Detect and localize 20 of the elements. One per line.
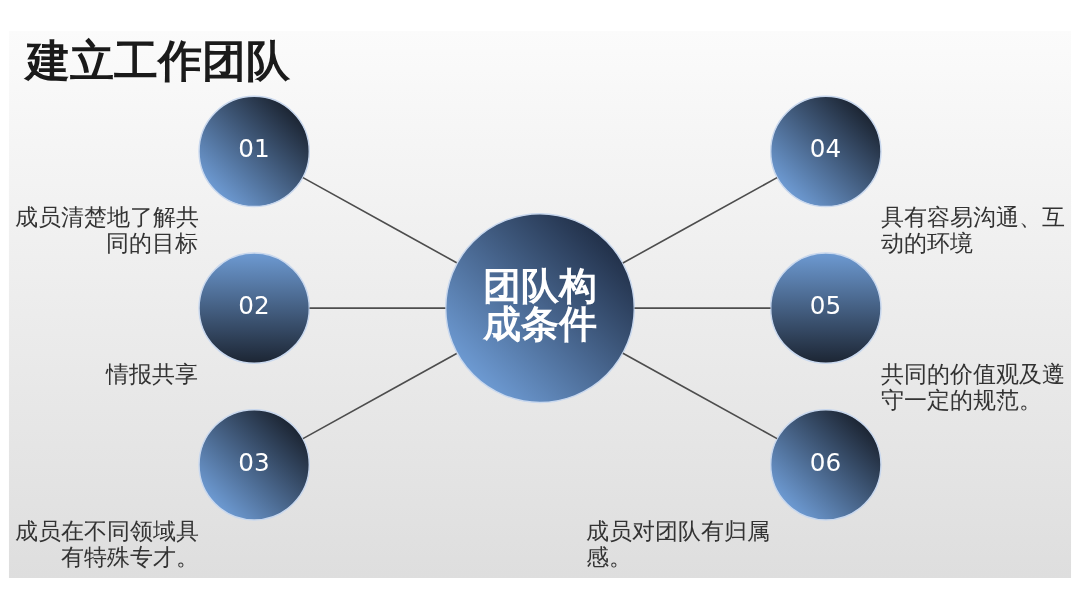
diagram-title: 建立工作团队: [26, 35, 291, 86]
connector: [302, 352, 458, 439]
node-label: 成员对团队有归属感。: [586, 516, 771, 570]
node-label: 情报共享: [106, 359, 199, 387]
connector: [308, 306, 447, 309]
node-circle: 03: [198, 408, 311, 521]
connector: [622, 351, 778, 439]
node-circle: 05: [769, 251, 882, 364]
node-circle: 06: [769, 408, 882, 521]
connector: [302, 176, 458, 264]
node-label: 成员在不同领域具有特殊专才。: [14, 516, 200, 570]
node-circle: 01: [198, 95, 311, 207]
node-circle: 团队构成条件: [444, 212, 636, 403]
node-label: 具有容易沟通、互动的环境: [880, 202, 1065, 256]
node-circle: 04: [769, 95, 882, 207]
node-label: 共同的价值观及遵守一定的规范。: [880, 359, 1065, 413]
node-circle: 02: [198, 251, 311, 364]
connector: [633, 306, 772, 309]
node-label: 成员清楚地了解共同的目标: [14, 202, 199, 256]
connector: [622, 176, 778, 264]
